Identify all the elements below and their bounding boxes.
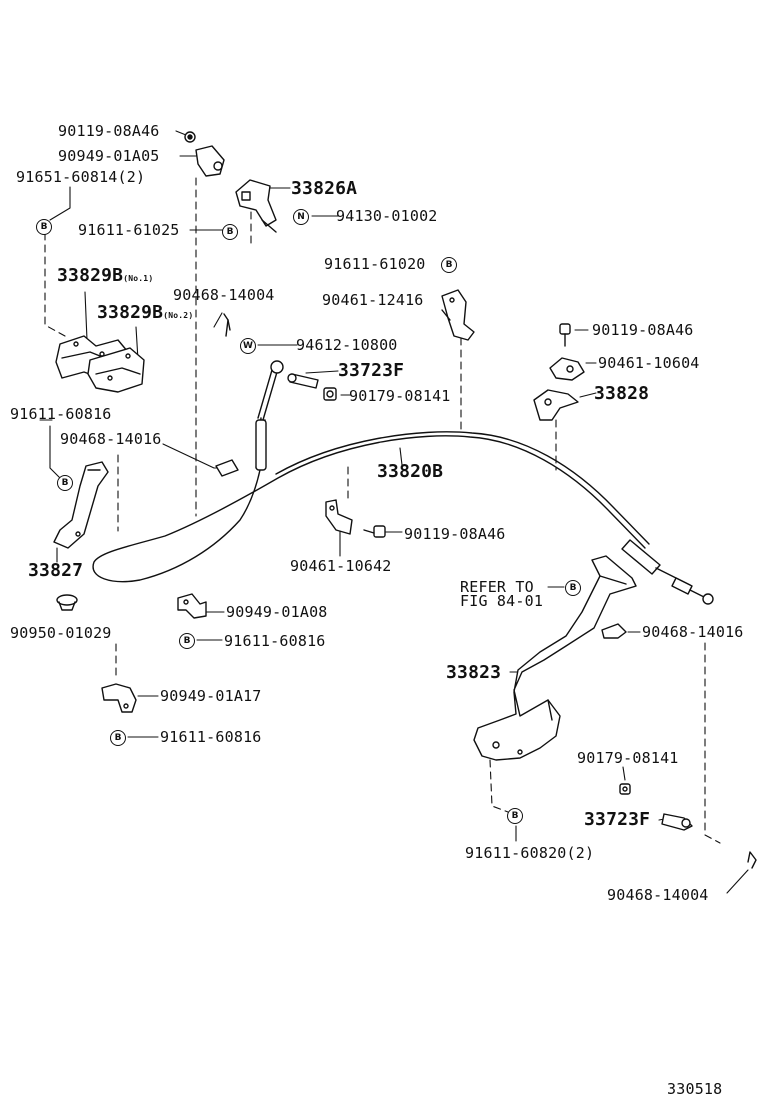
part-label-90950-01029: 90950-01029 bbox=[10, 624, 112, 642]
part-label-90949-01A17: 90949-01A17 bbox=[160, 687, 262, 705]
part-label-90468-14016-right: 90468-14016 bbox=[642, 623, 744, 641]
part-label-90949-01A05: 90949-01A05 bbox=[58, 147, 160, 165]
part-label-90461-10604: 90461-10604 bbox=[598, 354, 700, 372]
part-label-91611-61020: 91611-61020 bbox=[324, 255, 426, 273]
part-label-91651-60814: 91651-60814(2) bbox=[16, 168, 146, 186]
clamp-90949-01A17 bbox=[101, 683, 137, 713]
dashed-assembly-lines bbox=[44, 177, 721, 844]
part-label-33828: 33828 bbox=[594, 383, 650, 404]
part-label-91611-60816-low: 91611-60816 bbox=[160, 728, 262, 746]
bolt-badge-icon: B bbox=[179, 633, 195, 649]
part-label-33829B-no1: 33829B(No.1) bbox=[57, 266, 153, 289]
part-label-33829B-no1-suffix: (No.1) bbox=[123, 274, 154, 283]
clevis-33723F-bottom bbox=[619, 783, 693, 831]
bolt-90119-08A46-mid bbox=[363, 525, 386, 538]
clevis-33723F-top bbox=[287, 373, 337, 401]
part-label-33820B: 33820B bbox=[377, 461, 444, 482]
pin-90468-14004-bottom bbox=[747, 851, 757, 869]
pedal-bracket-33823 bbox=[473, 555, 637, 761]
cap-90950-01029 bbox=[56, 594, 78, 611]
part-label-90179-08141-right: 90179-08141 bbox=[577, 749, 679, 767]
nut-badge-icon: N bbox=[293, 209, 309, 225]
bolt-badge-icon: B bbox=[507, 808, 523, 824]
bracket-33827 bbox=[53, 461, 109, 549]
clip-90461-10642 bbox=[325, 499, 353, 535]
part-label-90179-08141-top: 90179-08141 bbox=[349, 387, 451, 405]
bolt-badge-icon: B bbox=[565, 580, 581, 596]
clamp-90949-01A05 bbox=[184, 131, 225, 177]
part-label-90468-14016-left: 90468-14016 bbox=[60, 430, 162, 448]
part-label-90119-08A46-right: 90119-08A46 bbox=[592, 321, 694, 339]
clip-90461-12416 bbox=[441, 289, 475, 341]
part-label-90949-01A08: 90949-01A08 bbox=[226, 603, 328, 621]
part-label-94612-10800: 94612-10800 bbox=[296, 336, 398, 354]
part-label-33823: 33823 bbox=[446, 662, 502, 683]
refer-fig-line: FIG 84-01 bbox=[460, 592, 544, 610]
bolt-badge-icon: B bbox=[441, 257, 457, 273]
bolt-badge-icon: B bbox=[222, 224, 238, 240]
part-label-33723F-top: 33723F bbox=[338, 360, 405, 381]
part-label-90468-14004-bottom: 90468-14004 bbox=[607, 886, 709, 904]
bracket-33829B bbox=[55, 335, 145, 393]
part-label-33826A: 33826A bbox=[291, 178, 358, 199]
part-label-90119-08A46: 90119-08A46 bbox=[58, 122, 160, 140]
part-label-94130-01002: 94130-01002 bbox=[336, 207, 438, 225]
part-label-33829B-no2-suffix: (No.2) bbox=[163, 311, 194, 320]
part-label-91611-60816-mid: 91611-60816 bbox=[224, 632, 326, 650]
part-label-90461-10642: 90461-10642 bbox=[290, 557, 392, 575]
leader-lines bbox=[39, 130, 749, 894]
bolt-badge-icon: B bbox=[36, 219, 52, 235]
bolt-badge-icon: B bbox=[110, 730, 126, 746]
refer-to-line: REFER TO bbox=[460, 578, 534, 596]
part-label-33829B-no2: 33829B(No.2) bbox=[97, 303, 193, 326]
diagram-number: 330518 bbox=[667, 1080, 723, 1098]
part-label-91611-60816-left: 91611-60816 bbox=[10, 405, 112, 423]
part-label-33827: 33827 bbox=[28, 560, 84, 581]
bracket-33828 bbox=[533, 389, 579, 421]
part-label-91611-61025: 91611-61025 bbox=[78, 221, 180, 239]
part-label-33723F-right: 33723F bbox=[584, 809, 651, 830]
pin-90468-14004-top bbox=[223, 313, 231, 337]
bolt-90119-08A46-right bbox=[549, 323, 585, 381]
clamp-90949-01A08 bbox=[177, 593, 207, 619]
part-label-33829B-no2-text: 33829B bbox=[97, 302, 164, 323]
washer-badge-icon: W bbox=[240, 338, 256, 354]
part-label-90461-12416: 90461-12416 bbox=[322, 291, 424, 309]
cable-33820B bbox=[92, 360, 714, 605]
part-label-33829B-no1-text: 33829B bbox=[57, 265, 124, 286]
part-label-90468-14004-top: 90468-14004 bbox=[173, 286, 275, 304]
part-label-90119-08A46-mid: 90119-08A46 bbox=[404, 525, 506, 543]
bracket-33826A bbox=[235, 179, 277, 233]
part-label-91611-60820: 91611-60820(2) bbox=[465, 844, 595, 862]
bolt-badge-icon: B bbox=[57, 475, 73, 491]
